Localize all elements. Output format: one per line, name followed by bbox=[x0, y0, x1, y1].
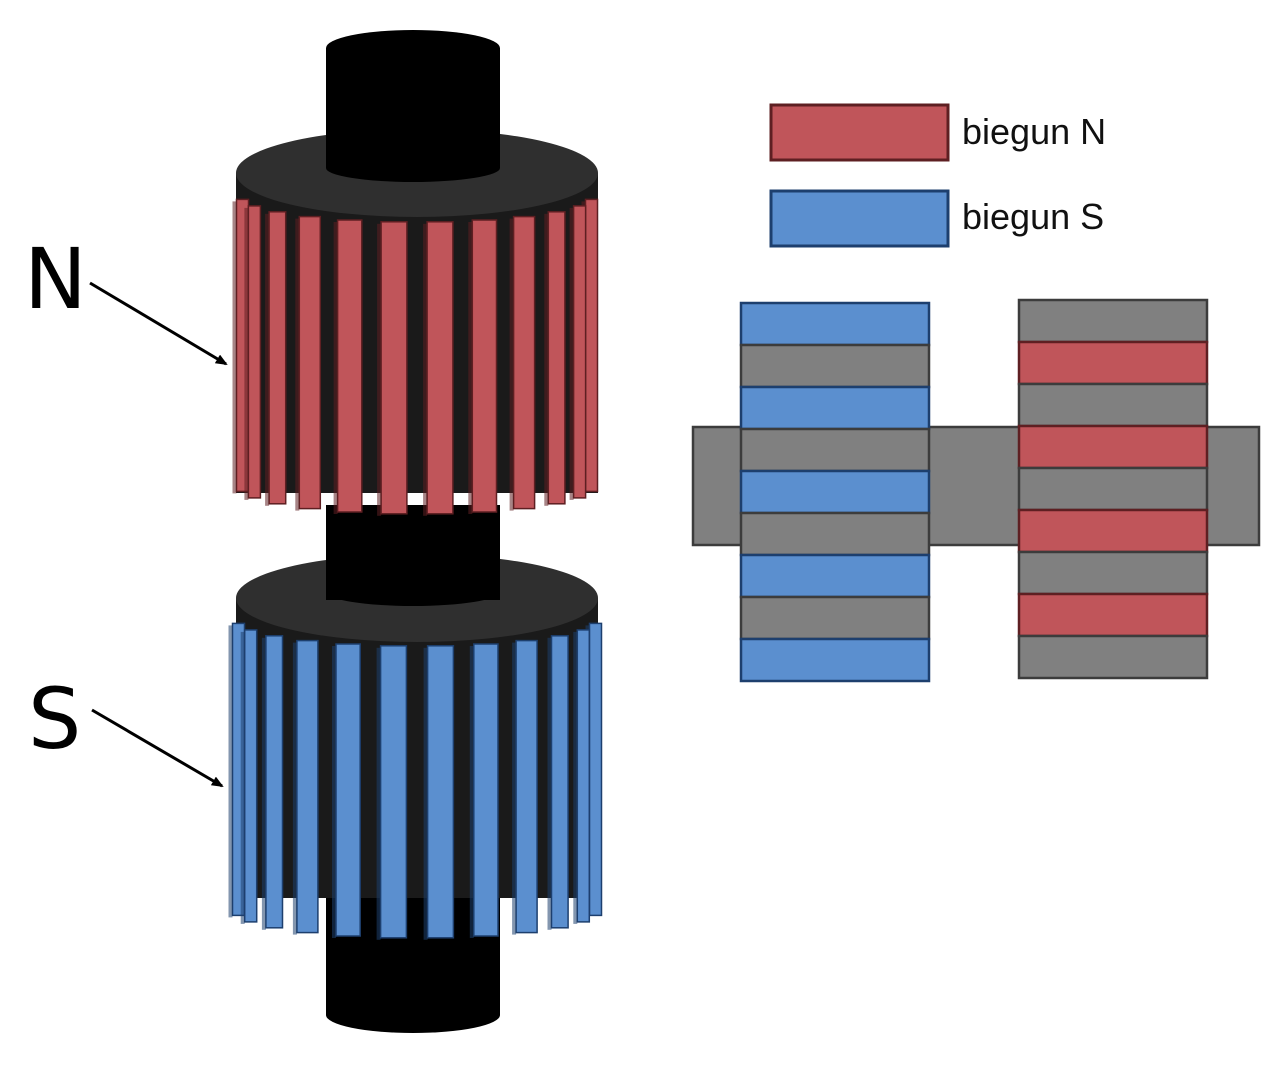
north-magnet-bar bbox=[336, 219, 363, 513]
south-lamination bbox=[739, 469, 931, 515]
north-magnet-bar bbox=[512, 215, 536, 510]
core-lamination bbox=[1017, 382, 1209, 428]
cross-section bbox=[691, 298, 1261, 683]
south-magnet-bar-side bbox=[240, 631, 245, 924]
north-arrow bbox=[89, 281, 228, 366]
north-magnet-bar bbox=[572, 205, 587, 499]
north-magnet-bar bbox=[426, 221, 454, 515]
legend: biegun N biegun S bbox=[769, 103, 1106, 248]
core-lamination bbox=[739, 595, 931, 641]
core-lamination bbox=[739, 511, 931, 557]
south-magnet-bar-side bbox=[573, 631, 578, 924]
north-magnet-bar-side bbox=[295, 218, 300, 511]
north-magnet-bar-side bbox=[509, 218, 514, 511]
south-lamination bbox=[739, 553, 931, 599]
core-lamination bbox=[1017, 466, 1209, 512]
north-magnet-bar-side bbox=[423, 223, 428, 516]
legend-swatch-north bbox=[769, 103, 950, 162]
north-magnet-bar bbox=[547, 211, 566, 505]
rotor-3d: N S bbox=[24, 30, 603, 1033]
north-magnet-bar bbox=[298, 215, 322, 510]
south-segment bbox=[228, 554, 603, 940]
shaft-top bbox=[326, 30, 500, 182]
south-magnet-bar bbox=[335, 643, 361, 937]
north-magnet-bar-side bbox=[333, 222, 338, 514]
core-lamination bbox=[739, 427, 931, 473]
north-magnet-bar bbox=[584, 198, 599, 493]
south-lamination bbox=[739, 637, 931, 683]
north-magnet-bar bbox=[471, 219, 498, 513]
south-magnet-bar-side bbox=[423, 647, 428, 940]
south-magnet-bar bbox=[473, 643, 499, 937]
south-magnet-bar bbox=[426, 645, 455, 939]
south-pole-label: S bbox=[28, 670, 81, 768]
south-magnet-bar-side bbox=[228, 625, 233, 918]
south-magnet-bar bbox=[515, 639, 538, 934]
north-lamination bbox=[1017, 592, 1209, 638]
north-magnet-bar-side bbox=[544, 213, 549, 506]
north-lamination bbox=[1017, 508, 1209, 554]
south-magnet-bar bbox=[576, 629, 591, 923]
north-pole-label: N bbox=[24, 230, 87, 328]
north-magnet-bar-side bbox=[232, 201, 237, 494]
core-lamination bbox=[1017, 550, 1209, 596]
south-magnet-bar bbox=[296, 639, 319, 934]
south-arrow bbox=[91, 708, 224, 788]
north-magnet-bar bbox=[268, 211, 287, 505]
south-magnet-bar-side bbox=[332, 646, 336, 938]
south-magnet-bar bbox=[265, 635, 284, 929]
north-lamination bbox=[1017, 424, 1209, 470]
north-magnet-bars bbox=[232, 198, 599, 516]
legend-swatch-south bbox=[769, 189, 950, 248]
legend-item-north: biegun N bbox=[769, 103, 1106, 162]
south-magnet-bar-side bbox=[292, 642, 297, 935]
north-lamination bbox=[1017, 340, 1209, 386]
north-magnet-bar-side bbox=[265, 213, 270, 506]
core-lamination bbox=[1017, 634, 1209, 680]
south-magnet-bars bbox=[228, 622, 603, 940]
north-magnet-bar-side bbox=[377, 223, 382, 516]
south-lamination bbox=[739, 301, 931, 347]
legend-item-south: biegun S bbox=[769, 189, 1104, 248]
north-magnet-bar-side bbox=[569, 207, 574, 500]
core-lamination bbox=[739, 343, 931, 389]
legend-label-north: biegun N bbox=[962, 111, 1106, 152]
legend-label-south: biegun S bbox=[962, 196, 1104, 237]
south-lamination bbox=[739, 385, 931, 431]
north-lamination-stack bbox=[1017, 298, 1209, 680]
north-magnet-bar bbox=[247, 205, 262, 499]
south-magnet-bar bbox=[243, 629, 258, 923]
south-magnet-bar bbox=[379, 645, 408, 939]
south-magnet-bar-side bbox=[547, 637, 552, 930]
core-lamination bbox=[1017, 298, 1209, 344]
north-magnet-bar-side bbox=[468, 222, 473, 514]
shaft-middle bbox=[326, 505, 500, 606]
north-magnet-bar-side bbox=[244, 207, 249, 500]
north-segment bbox=[232, 129, 599, 516]
south-magnet-bar-side bbox=[376, 647, 381, 940]
north-magnet-bar bbox=[380, 221, 408, 515]
south-magnet-bar-side bbox=[261, 637, 266, 930]
south-lamination-stack bbox=[739, 301, 931, 683]
south-magnet-bar-side bbox=[512, 642, 517, 935]
south-magnet-bar bbox=[588, 622, 603, 917]
south-magnet-bar-side bbox=[469, 646, 474, 938]
south-magnet-bar bbox=[550, 635, 569, 929]
